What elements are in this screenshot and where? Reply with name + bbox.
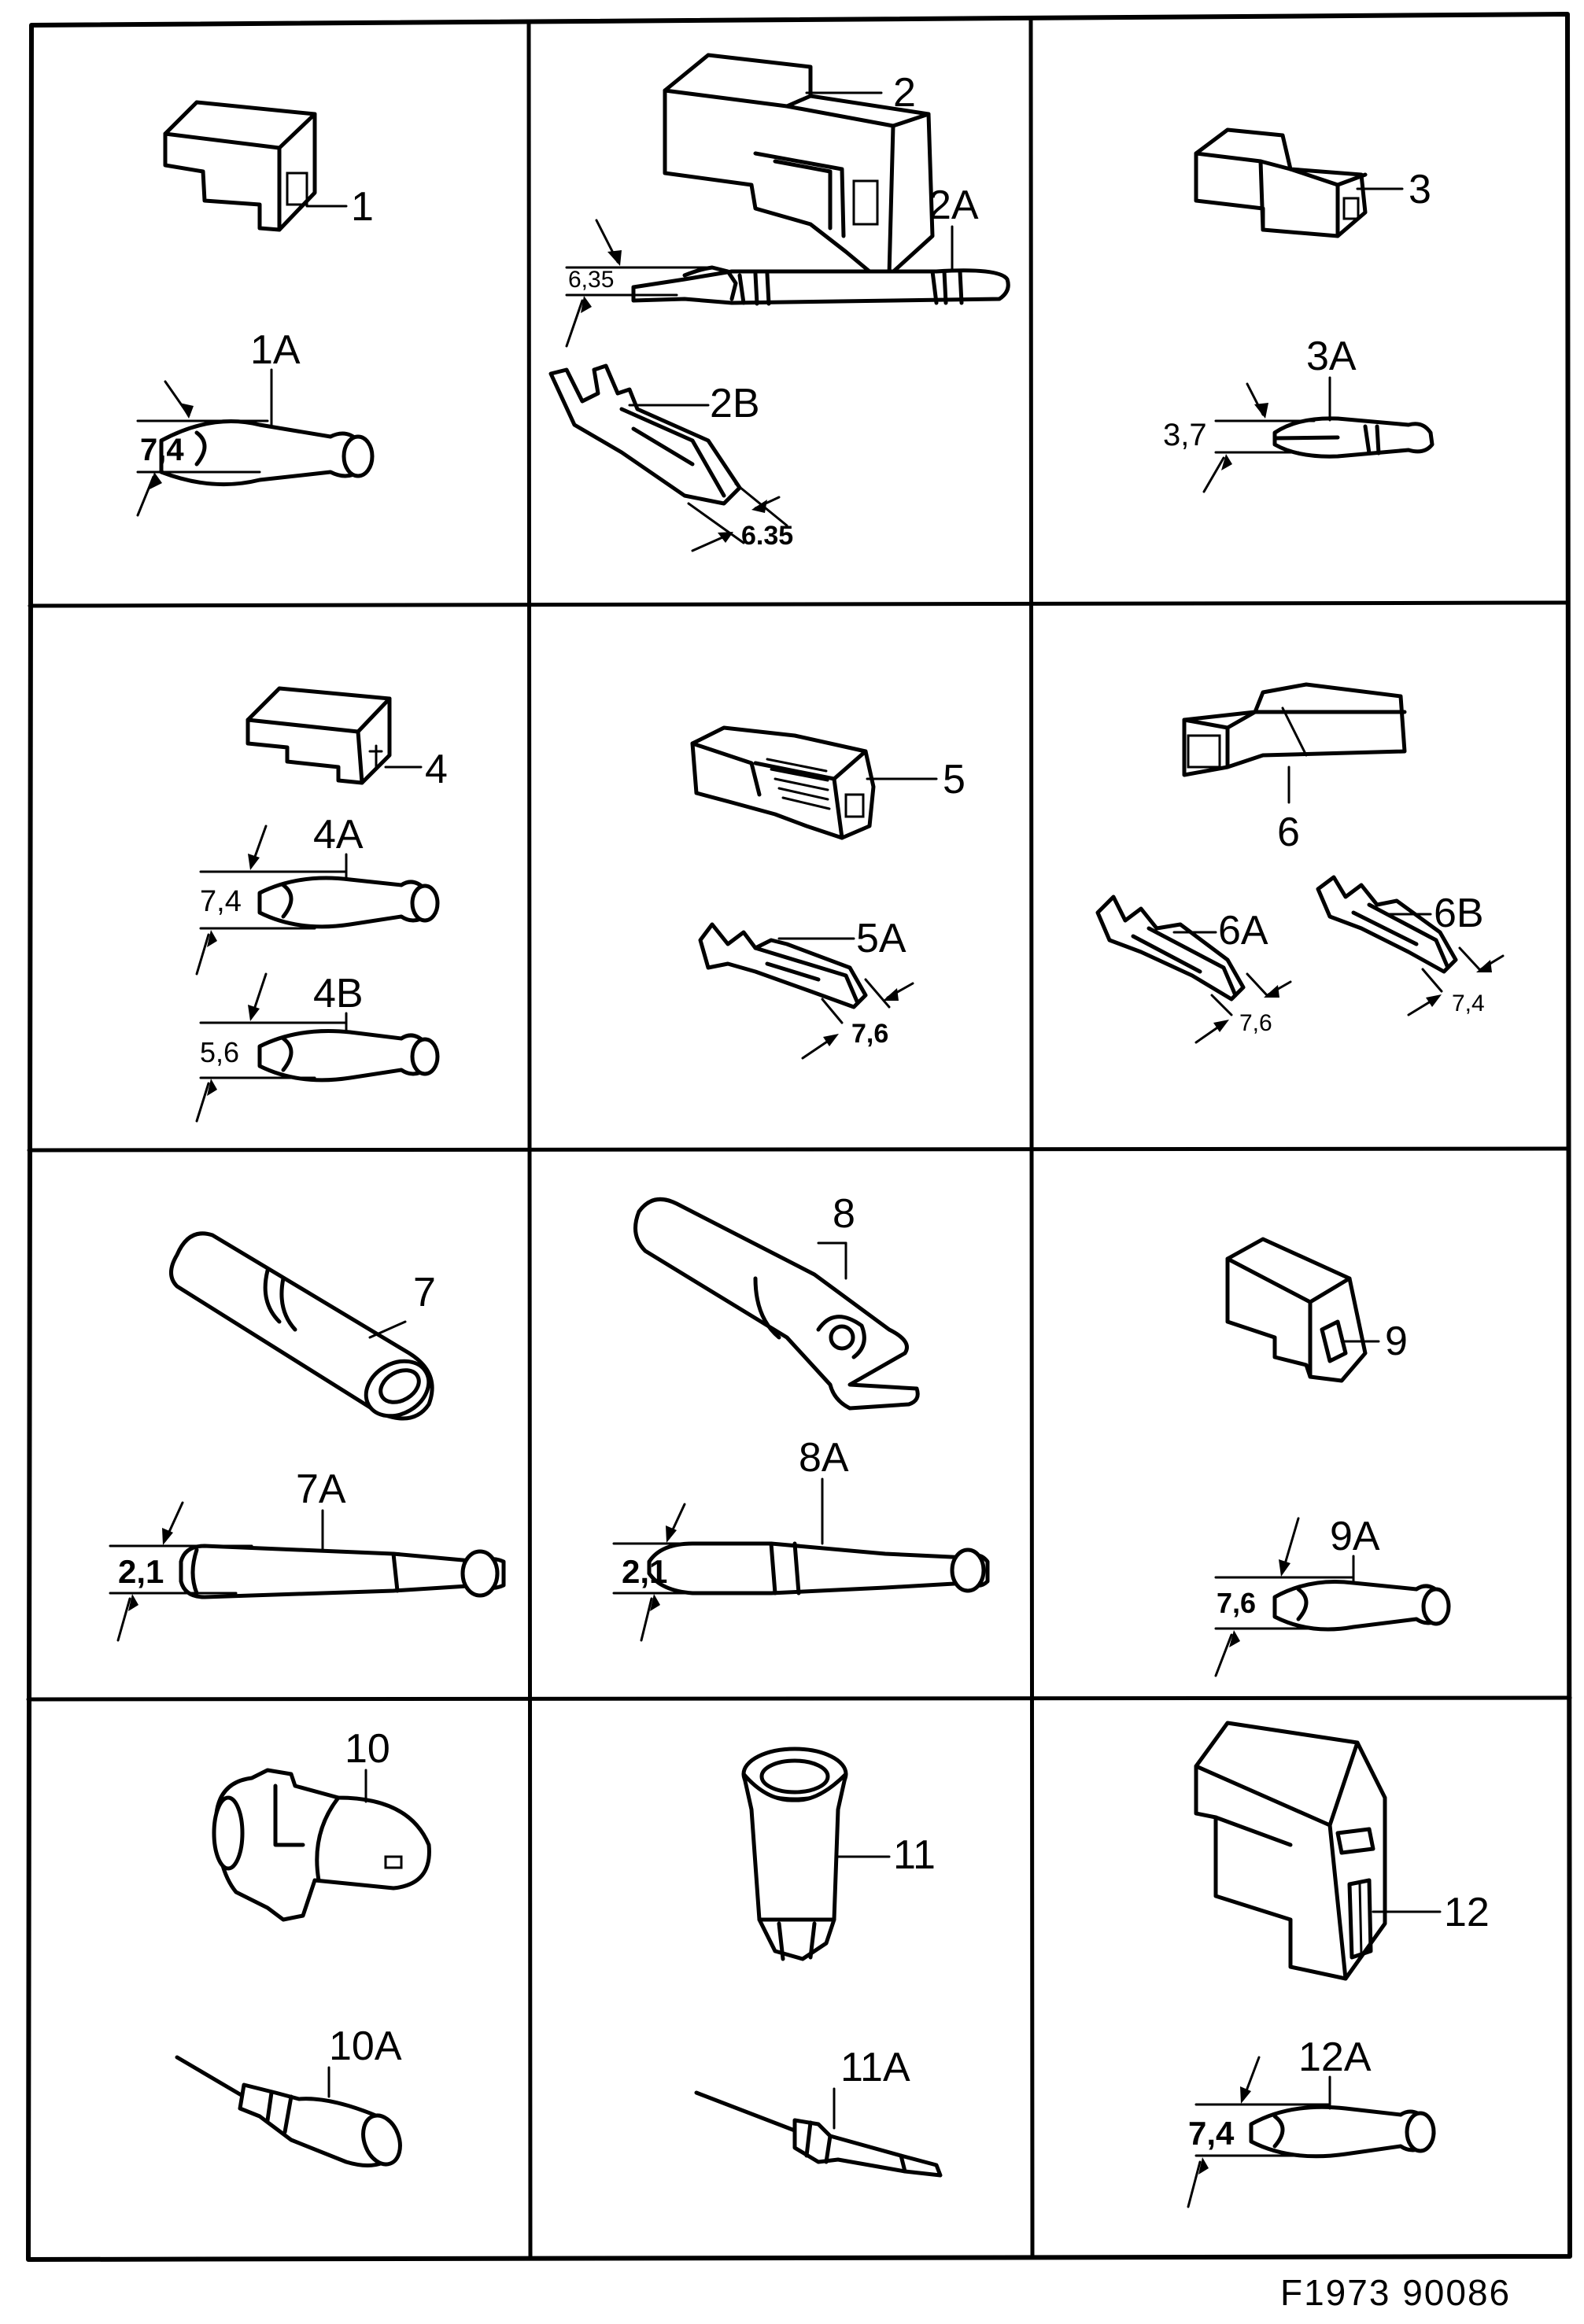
cell-1: 1 1A 7,4 (136, 100, 375, 517)
label-3a: 3A (1306, 334, 1357, 379)
connector-housing-3 (1194, 127, 1368, 238)
cell-7: 7 7A 2,1 (109, 1231, 506, 1642)
label-4: 4 (425, 747, 448, 792)
label-4a: 4A (313, 812, 364, 858)
connector-housing-10 (212, 1768, 431, 1922)
dim-arrows-7a (109, 1501, 253, 1642)
terminal-6b (1316, 875, 1458, 974)
connector-housing-9 (1225, 1237, 1368, 1383)
cell-3: 3 3A 3,7 (1163, 127, 1434, 493)
figure-reference: F1973 90086 (1280, 2272, 1511, 2313)
dim-arrows-12a (1187, 2056, 1331, 2208)
connector-housing-5 (690, 725, 876, 840)
cell-5: 5 5A 7,6 (690, 725, 966, 1060)
dim-arrows-4b (195, 972, 348, 1123)
terminal-12a (1249, 2105, 1436, 2159)
dim-4a: 7,4 (200, 885, 242, 918)
connector-housing-7 (169, 1231, 434, 1421)
terminal-2a (631, 265, 1010, 306)
dim-4b: 5,6 (200, 1036, 239, 1068)
label-2a: 2A (929, 183, 979, 228)
terminal-6a (1095, 895, 1246, 1002)
terminal-8a (647, 1541, 990, 1595)
cell-6: 6 6A 7,6 6B (1095, 682, 1505, 1044)
cell-8: 8 8A 2,1 (612, 1191, 990, 1642)
label-11a: 11A (840, 2045, 910, 2090)
cell-12: 12 12A 7,4 (1187, 1721, 1490, 2208)
terminal-7a (179, 1544, 506, 1599)
label-6: 6 (1277, 810, 1300, 855)
connector-housing-11 (741, 1747, 848, 1961)
dim-arrows-9a (1214, 1517, 1355, 1677)
dim-2b: 6.35 (741, 521, 793, 551)
terminal-4b (257, 1029, 440, 1083)
label-12a: 12A (1298, 2034, 1372, 2080)
dim-7a: 2,1 (118, 1553, 164, 1590)
connector-housing-12 (1194, 1721, 1387, 1981)
dim-arrows-8a (612, 1503, 733, 1642)
dim-arrows-3a (1202, 382, 1316, 493)
cell-2: 2 2A 6,35 2B (548, 53, 1010, 552)
connector-housing-4 (246, 686, 392, 785)
dim-12a: 7,4 (1188, 2115, 1235, 2152)
terminal-10a (175, 2055, 402, 2167)
label-1a: 1A (250, 327, 301, 373)
label-6b: 6B (1434, 891, 1484, 936)
label-1: 1 (351, 184, 374, 230)
connector-housing-8 (633, 1197, 920, 1411)
cell-9: 9 9A 7,6 (1214, 1237, 1451, 1677)
label-9a: 9A (1330, 1514, 1380, 1559)
label-7a: 7A (296, 1466, 346, 1512)
connector-housing-6 (1182, 682, 1407, 777)
cell-4: 4 4A 7,4 4B (195, 686, 448, 1123)
dim-5a: 7,6 (851, 1019, 888, 1049)
terminal-3a (1272, 416, 1434, 459)
dim-9a: 7,6 (1217, 1587, 1256, 1619)
cell-10: 10 10A (175, 1726, 431, 2167)
dim-arrows-5a (801, 978, 914, 1060)
dim-arrows-2a (565, 219, 710, 348)
connector-housing-1 (163, 100, 317, 232)
label-8a: 8A (799, 1435, 849, 1481)
terminal-4a (257, 876, 440, 929)
dim-1a: 7,4 (140, 433, 184, 467)
label-6a: 6A (1218, 908, 1268, 954)
label-2: 2 (893, 70, 916, 116)
label-7: 7 (413, 1270, 436, 1315)
dim-6b: 7,4 (1452, 990, 1485, 1016)
label-8: 8 (833, 1191, 855, 1237)
label-3: 3 (1409, 167, 1431, 212)
dim-8a: 2,1 (622, 1553, 667, 1590)
terminal-1a (159, 419, 375, 487)
label-5: 5 (943, 757, 966, 802)
dim-arrows-6a (1194, 972, 1292, 1044)
dim-arrows-1a (136, 380, 269, 517)
terminal-2b (548, 363, 742, 506)
grid-frame (26, 12, 1572, 2262)
terminal-5a (698, 922, 868, 1009)
label-9: 9 (1385, 1319, 1408, 1364)
label-10: 10 (345, 1726, 390, 1772)
label-5a: 5A (856, 916, 906, 961)
label-12: 12 (1444, 1890, 1490, 1935)
label-4b: 4B (313, 971, 364, 1016)
dim-3a: 3,7 (1163, 418, 1207, 452)
dim-6a: 7,6 (1239, 1010, 1272, 1036)
connector-housing-2 (663, 53, 935, 278)
label-10a: 10A (329, 2023, 402, 2069)
label-2b: 2B (710, 381, 760, 426)
cell-11: 11 11A (694, 1747, 943, 2178)
dim-arrows-2b (687, 482, 788, 552)
dim-2a: 6,35 (568, 267, 614, 293)
dim-arrows-4a (195, 824, 348, 976)
dim-arrows-6b (1407, 946, 1505, 1016)
terminal-9a (1272, 1580, 1451, 1632)
label-11: 11 (893, 1832, 936, 1878)
terminal-11a (694, 2090, 943, 2178)
